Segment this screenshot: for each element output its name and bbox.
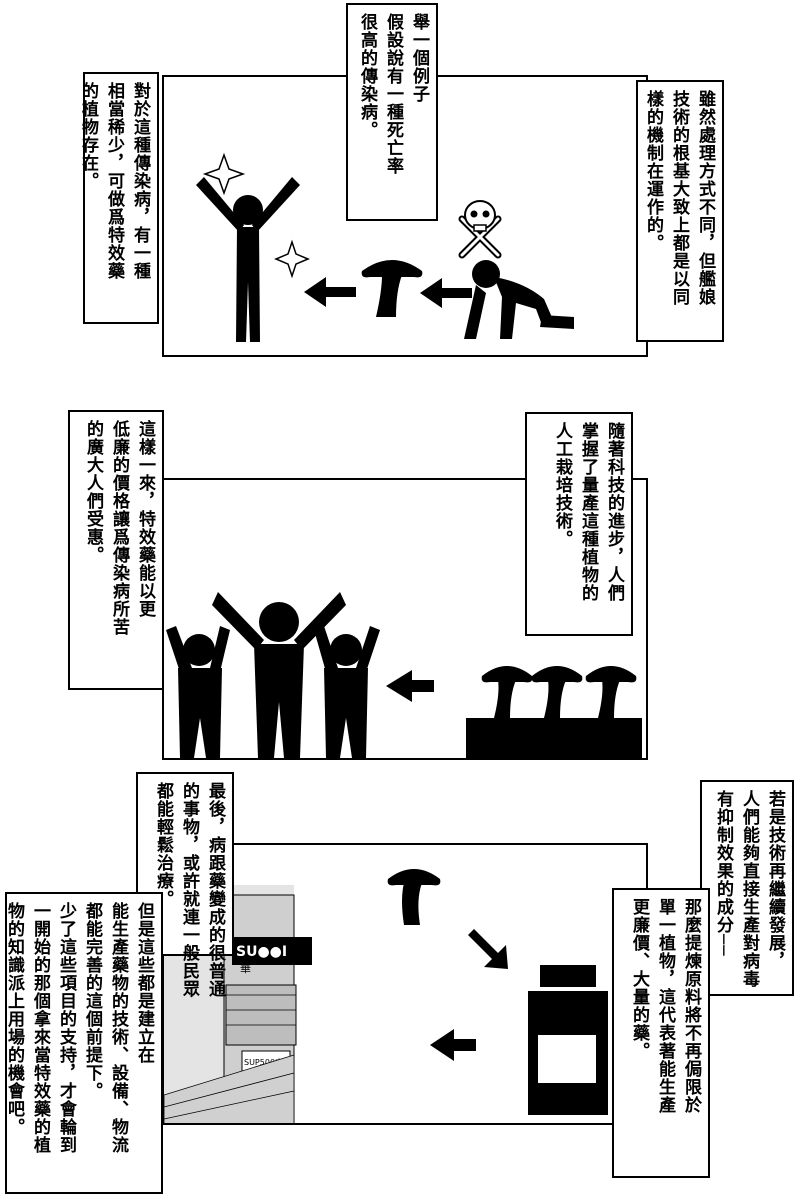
sparkle-icon (274, 239, 310, 279)
arrow-down-right-icon (468, 929, 508, 969)
caption-line: 樣的機制在運作的。 (643, 90, 663, 252)
caption-box-3: 雖然處理方式不同，但艦娘 技術的根基大致上都是以同 樣的機制在運作的。 (636, 80, 724, 342)
caption-line: 對於這種傳染病，有一種 (130, 82, 150, 280)
skull-icon (458, 200, 502, 259)
caption-line: 人們能夠直接生產對病毒 (739, 790, 759, 988)
caption-box-7: 若是技術再繼續發展， 人們能夠直接生產對病毒 有抑制效果的成分── (700, 780, 794, 996)
caption-line: 物的知識派上用場的機會吧。 (4, 902, 24, 1136)
caption-line: 這樣一來，特效藥能以更 (135, 420, 155, 618)
caption-line: 的植物存在。 (78, 82, 98, 190)
caption-line: 很高的傳染病。 (357, 13, 377, 139)
caption-line: 都能輕鬆治療。 (153, 782, 173, 908)
caption-line: 雖然處理方式不同，但艦娘 (695, 90, 715, 306)
caption-box-6: 最後，病跟藥變成的很普通 的事物，或許就連一般民眾 都能輕鬆治療。 (136, 772, 234, 998)
caption-line: 更廉價、大量的藥。 (629, 898, 649, 1060)
arrow-left-icon (304, 277, 356, 307)
caption-line: 的事物，或許就連一般民眾 (179, 782, 199, 998)
caption-line: 低廉的價格讓爲傳染病所苦 (109, 420, 129, 636)
small-store-sign: SUP500中川 (244, 1057, 291, 1067)
panel-3-art: SU●●I 華 SUP500中川 (164, 869, 608, 1123)
sparkle-icon (202, 152, 246, 196)
mushroom-farm-icon (466, 666, 642, 758)
caption-line: 都能完善的這個前提下。 (82, 902, 102, 1100)
caption-line: 的廣大人們受惠。 (83, 420, 103, 564)
caption-line: 一開始的那個拿來當特效藥的植 (30, 902, 50, 1154)
sick-crawling-person-figure (464, 260, 574, 339)
caption-line: 掌握了量產這種植物的 (578, 422, 598, 602)
mushroom-plant-icon (387, 869, 441, 925)
caption-line: 若是技術再繼續發展， (765, 790, 785, 970)
mushroom-plant-icon (361, 260, 423, 317)
caption-line: 技術的根基大致上都是以同 (669, 90, 689, 306)
caption-box-1: 舉一個例子 假設說有一種死亡率 很高的傳染病。 (346, 3, 438, 221)
caption-box-4: 隨著科技的進步，人們 掌握了量產這種植物的 人工栽培技術。 (525, 412, 633, 636)
arrow-left-icon (430, 1029, 476, 1061)
caption-line: 舉一個例子 (409, 13, 429, 103)
cheering-people-group (166, 592, 380, 758)
caption-line: 有抑制效果的成分── (713, 790, 733, 957)
caption-box-2: 對於這種傳染病，有一種 相當稀少，可做爲特效藥 的植物存在。 (78, 72, 159, 324)
caption-line: 假設說有一種死亡率 (383, 13, 403, 175)
panel-1-art (196, 152, 574, 342)
caption-line: 少了這些項目的支持，才會輪到 (56, 902, 76, 1154)
caption-line: 能生產藥物的技術、設備、物流 (108, 902, 128, 1154)
caption-line: 相當稀少，可做爲特效藥 (104, 82, 124, 280)
building-sign: SU●●I (236, 944, 287, 960)
caption-box-9: 但是這些都是建立在 能生產藥物的技術、設備、物流 都能完善的這個前提下。 少了這… (4, 892, 163, 1194)
caption-line: 單一植物，這代表著能生產 (655, 898, 675, 1114)
building-sign-sub: 華 (240, 962, 251, 975)
caption-line: 人工栽培技術。 (552, 422, 572, 548)
panel-2-art (166, 592, 642, 758)
cheering-person-figure (196, 177, 300, 342)
caption-box-5: 這樣一來，特效藥能以更 低廉的價格讓爲傳染病所苦 的廣大人們受惠。 (68, 410, 164, 690)
caption-line: 但是這些都是建立在 (134, 902, 154, 1064)
arrow-left-icon (386, 670, 434, 702)
caption-line: 那麼提煉原料將不再侷限於 (681, 898, 701, 1114)
caption-box-8: 那麼提煉原料將不再侷限於 單一植物，這代表著能生產 更廉價、大量的藥。 (612, 888, 710, 1178)
medicine-bottle-icon (528, 965, 608, 1115)
caption-line: 最後，病跟藥變成的很普通 (205, 782, 225, 998)
caption-line: 隨著科技的進步，人們 (604, 422, 624, 602)
arrow-left-icon (420, 278, 472, 308)
panel-3: SU●●I 華 SUP500中川 (162, 843, 648, 1125)
